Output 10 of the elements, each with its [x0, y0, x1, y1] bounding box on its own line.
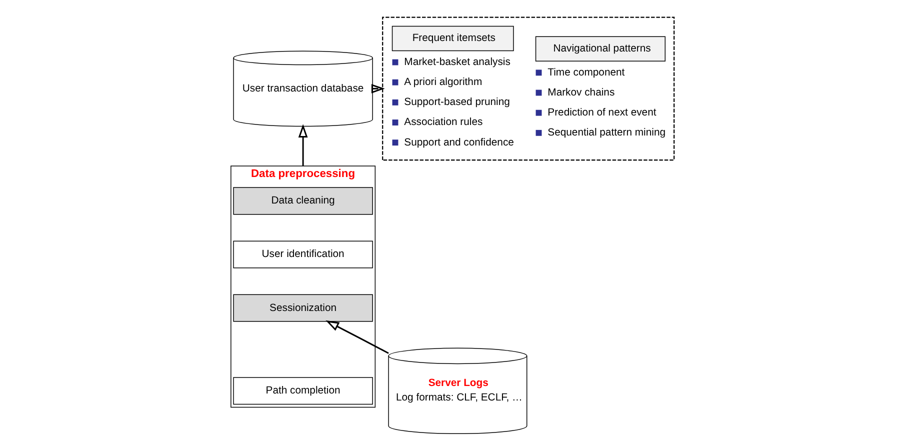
node-box: Path completion: [233, 377, 373, 405]
arrow: [326, 320, 389, 354]
node-box: Data cleaning: [233, 187, 373, 215]
arrow: [298, 124, 308, 166]
cluster: [382, 16, 675, 161]
node-label: Support and confidence: [404, 137, 514, 148]
node-box: User identification: [233, 240, 373, 268]
node-label: Sequential pattern mining: [548, 128, 666, 139]
arrow: [371, 84, 385, 94]
node-box: Sessionization: [233, 294, 373, 322]
